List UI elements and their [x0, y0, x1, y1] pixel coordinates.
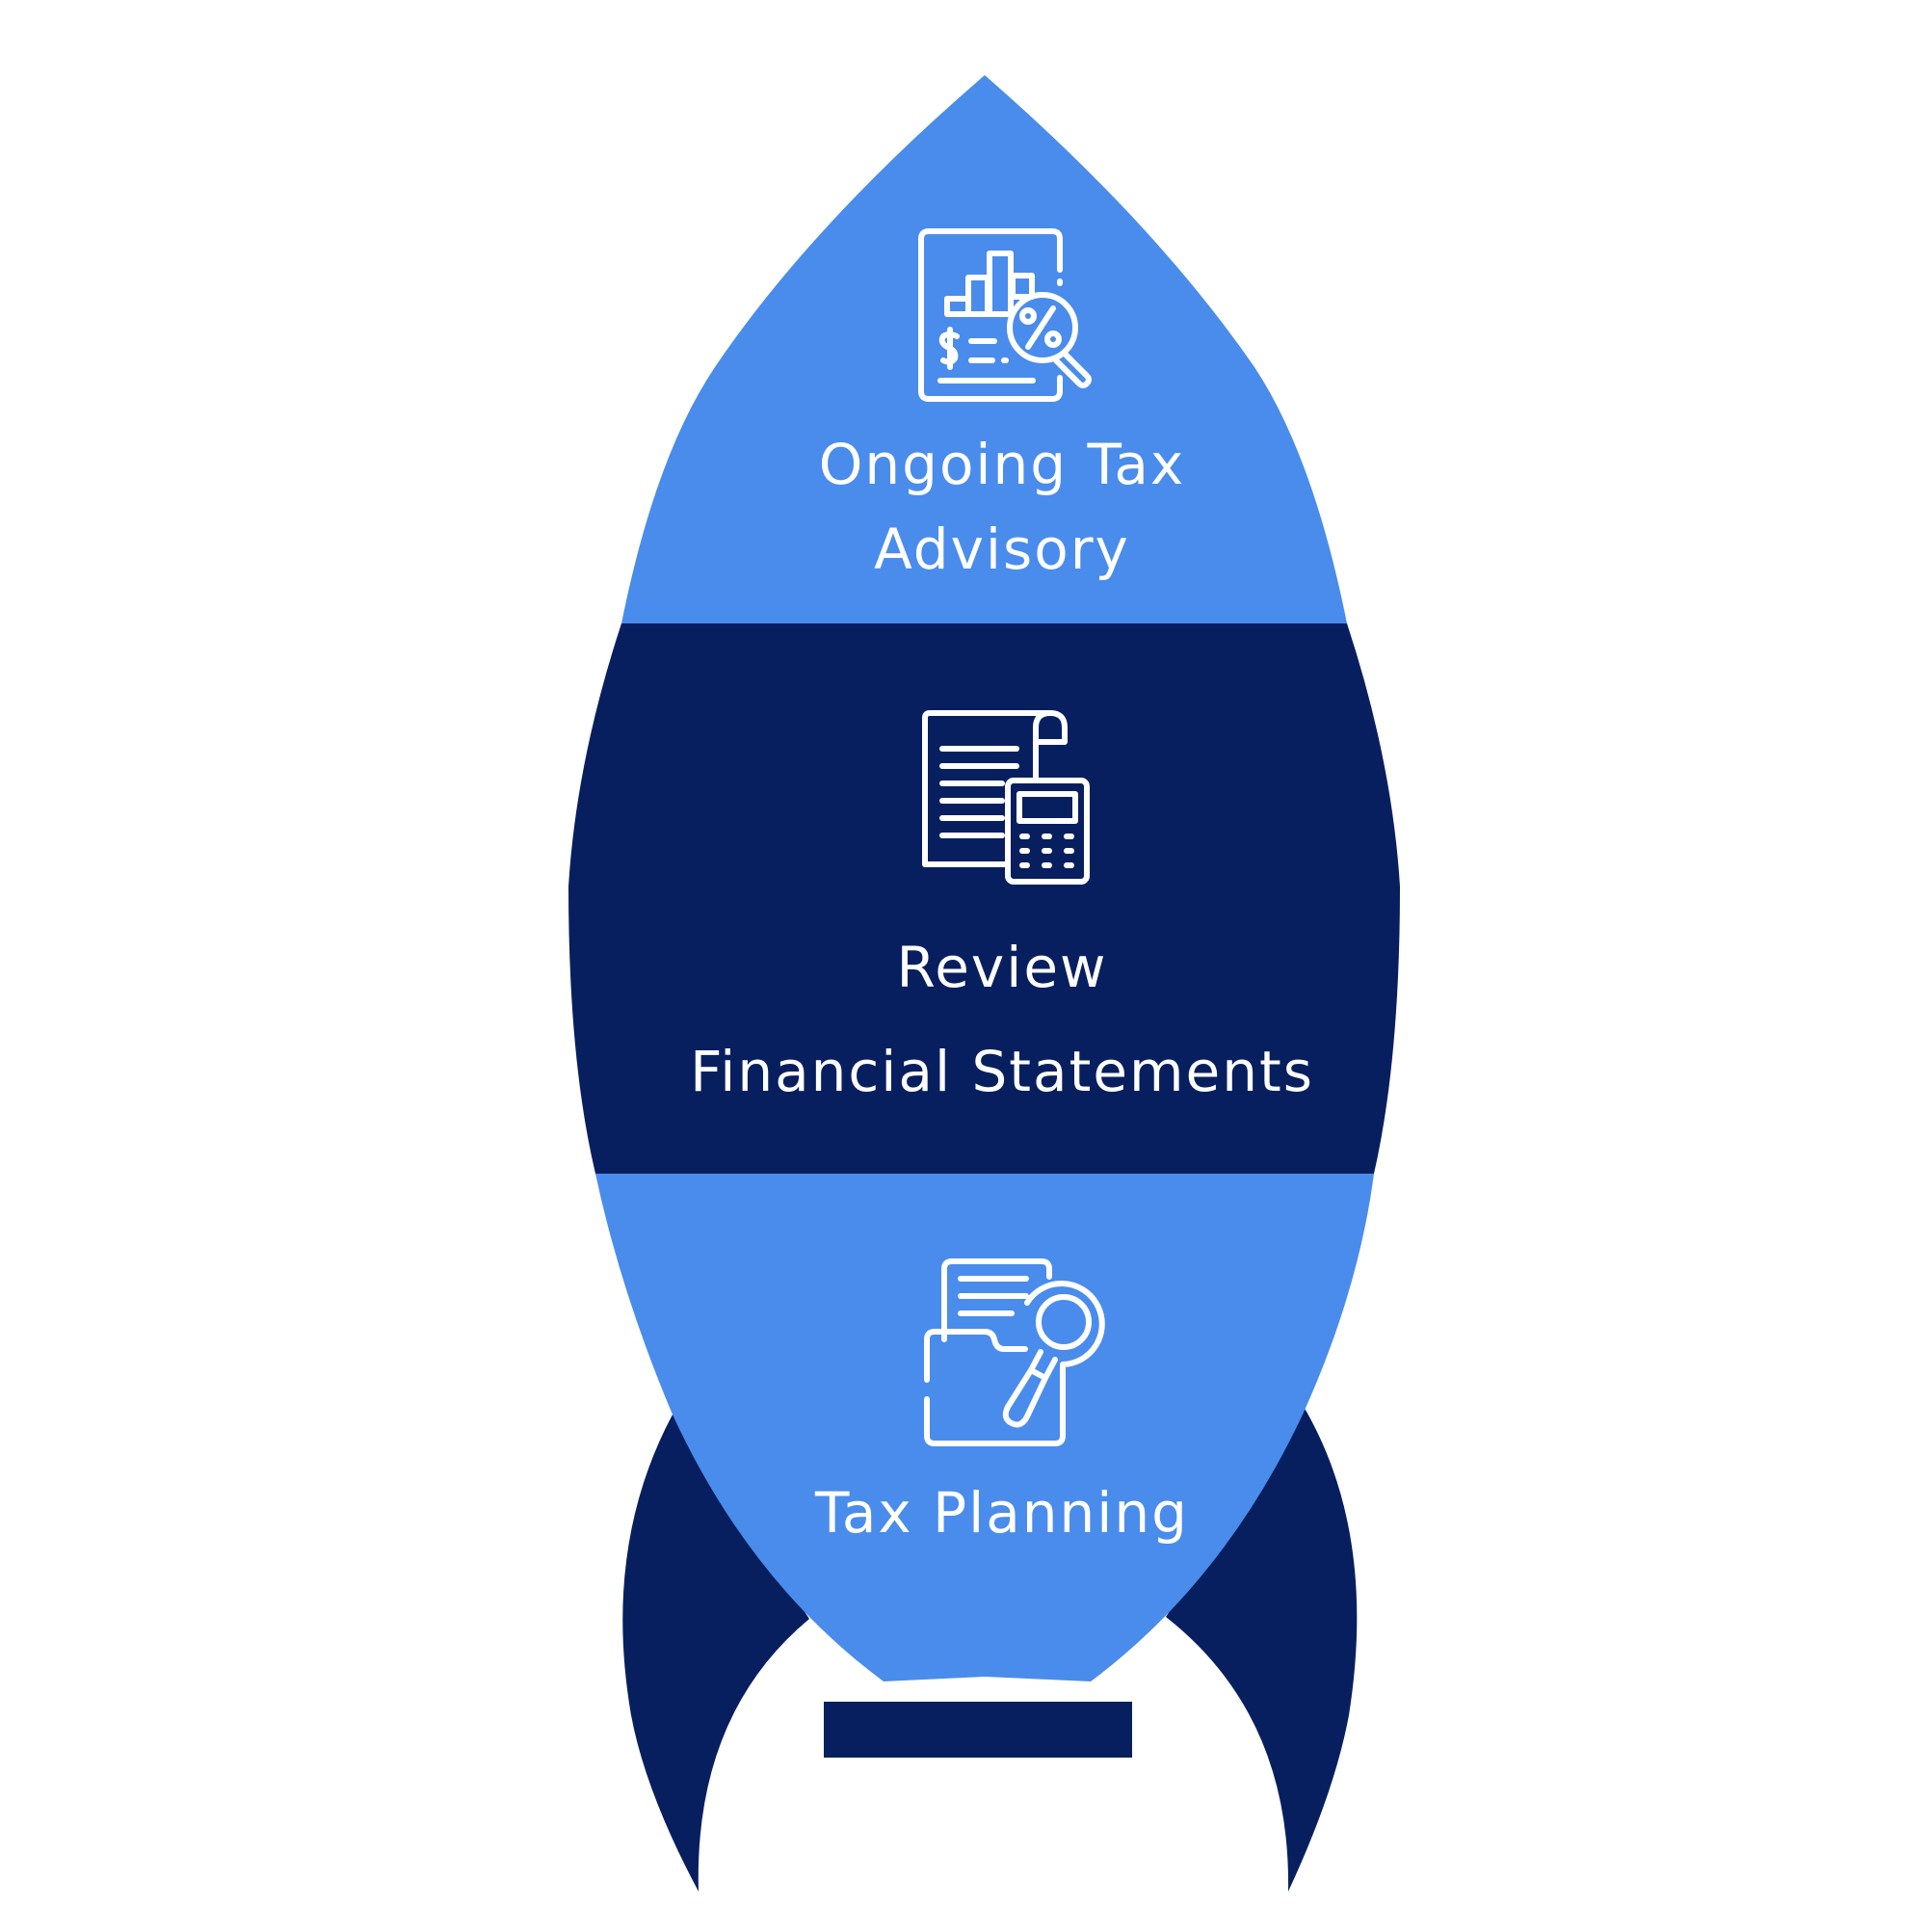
- document-calculator-icon: [922, 710, 1090, 885]
- left-fin: [622, 1415, 809, 1892]
- rocket-base-bar: [824, 1702, 1132, 1758]
- section-top-title-line1: Ongoing Tax: [818, 432, 1186, 497]
- folder-magnifier-icon: [924, 1258, 1105, 1446]
- section-top-title-line2: Advisory: [874, 516, 1130, 582]
- section-middle-title-line2: Financial Statements: [690, 1039, 1314, 1104]
- tax-report-percent-icon: [918, 228, 1092, 402]
- right-fin: [1166, 1405, 1358, 1892]
- section-middle-title-line1: Review: [896, 935, 1108, 1000]
- section-bottom-title: Tax Planning: [815, 1480, 1189, 1546]
